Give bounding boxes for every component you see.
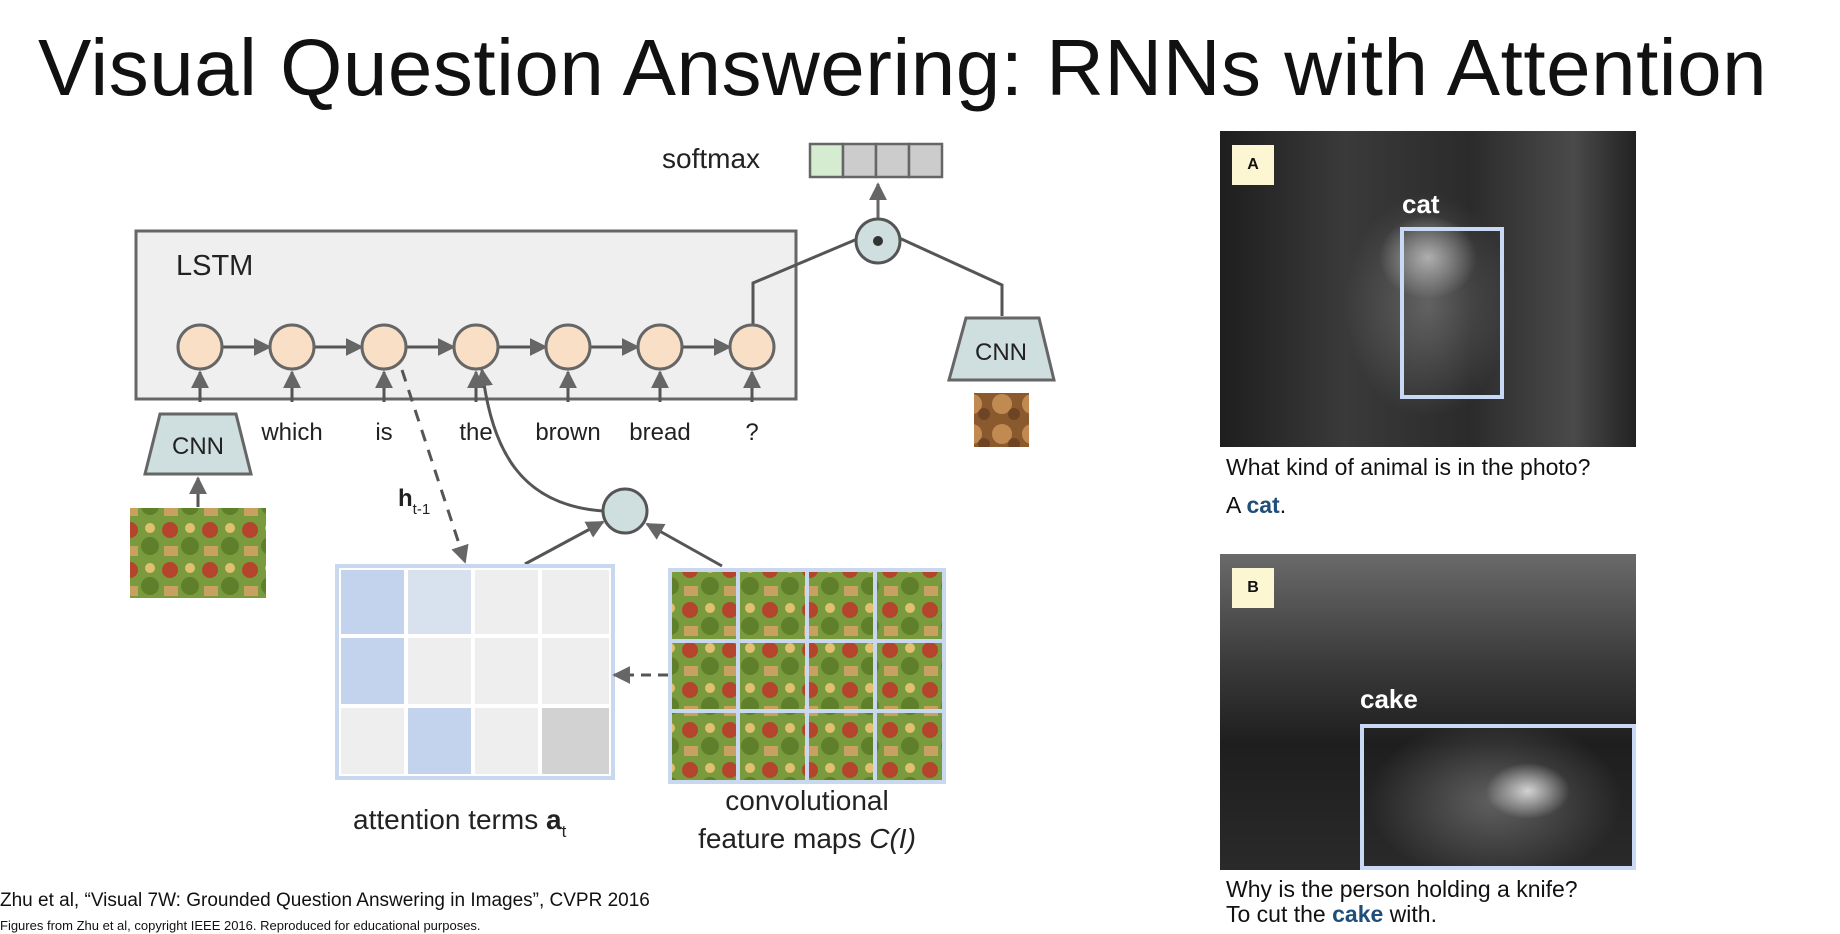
- lstm-cell: [452, 323, 500, 371]
- softmax-cell-3: [874, 142, 911, 179]
- answer-word-b: cake: [1332, 901, 1384, 927]
- attention-terms-text: attention terms: [353, 804, 546, 835]
- crop-image-thumbnail: [974, 393, 1029, 447]
- hidden-state-dashed-arrow: [400, 369, 469, 564]
- attention-cell: [408, 638, 471, 704]
- word-token: ?: [745, 419, 758, 446]
- attention-cell: [341, 570, 404, 634]
- softmax-cell-1: [808, 142, 845, 179]
- feature-maps-label-line2: feature maps C(I): [698, 823, 916, 854]
- attention-grid: [335, 564, 615, 780]
- citation: Zhu et al, “Visual 7W: Grounded Question…: [0, 890, 650, 911]
- softmax-label: softmax: [662, 143, 760, 174]
- attention-combine-node: [601, 487, 649, 535]
- cnn-label-left: CNN: [172, 433, 224, 460]
- attention-terms-symbol: a: [546, 804, 562, 835]
- merge-node-dot: [873, 236, 883, 246]
- attention-cell: [542, 570, 609, 634]
- detection-label-cake: cake: [1360, 684, 1418, 714]
- example-a-question: What kind of animal is in the photo?: [1226, 454, 1591, 480]
- lstm-box: [134, 229, 798, 401]
- lstm-cell: [728, 323, 776, 371]
- attention-terms-label: attention terms at: [353, 804, 567, 841]
- answer-prefix-b: To cut the: [1226, 901, 1333, 927]
- lstm-cell: [636, 323, 684, 371]
- attention-to-combine-arrow: [524, 520, 605, 566]
- detection-box-cat: [1400, 227, 1504, 399]
- feature-maps: [668, 568, 946, 784]
- softmax-cell-4: [907, 142, 944, 179]
- lstm-cell: [544, 323, 592, 371]
- feature-maps-text: feature maps: [698, 823, 869, 854]
- word-token: brown: [535, 419, 600, 446]
- feature-maps-symbol: C(I): [869, 823, 916, 854]
- attention-cell: [475, 570, 538, 634]
- hidden-state-subscript: t-1: [413, 501, 431, 518]
- answer-prefix-a: A: [1226, 492, 1247, 518]
- answer-suffix-b: with.: [1383, 901, 1437, 927]
- attention-cell: [542, 638, 609, 704]
- input-image-thumbnail: [130, 508, 266, 598]
- word-token: which: [260, 419, 322, 446]
- lstm-cell: [176, 323, 224, 371]
- lstm-cell: [360, 323, 408, 371]
- word-token: the: [459, 419, 492, 446]
- feature-maps-label-line1: convolutional: [725, 785, 888, 816]
- panel-letter-a: A: [1232, 145, 1274, 185]
- cnn-label-right: CNN: [975, 339, 1027, 366]
- lstm-cells: [176, 323, 776, 371]
- hidden-state-label: ht-1: [398, 485, 430, 518]
- input-arrows: [191, 370, 761, 402]
- word-token: bread: [629, 419, 690, 446]
- lstm-to-merge-line: [751, 235, 863, 341]
- panel-letter-b: B: [1232, 568, 1274, 608]
- detection-box-cake: [1360, 724, 1636, 870]
- example-image-b: B cake: [1220, 554, 1636, 870]
- attention-cell: [408, 570, 471, 634]
- example-image-a: A cat: [1220, 131, 1636, 447]
- example-b-question: Why is the person holding a knife?: [1226, 876, 1578, 902]
- attention-cell: [341, 708, 404, 774]
- example-a-answer: A cat.: [1226, 486, 1286, 524]
- word-token: is: [375, 419, 392, 446]
- attention-cell: [475, 708, 538, 774]
- attention-cell: [408, 708, 471, 774]
- lstm-label: LSTM: [176, 250, 253, 282]
- combine-to-lstm-arrow: [475, 368, 604, 513]
- answer-suffix-a: .: [1279, 492, 1287, 518]
- attention-cell: [475, 638, 538, 704]
- features-to-combine-arrow: [645, 522, 723, 568]
- cnn-block-left: [143, 412, 253, 476]
- lstm-cell: [268, 323, 316, 371]
- attention-cell: [542, 708, 609, 774]
- answer-word-a: cat: [1246, 492, 1280, 518]
- attention-cell: [341, 638, 404, 704]
- attention-terms-subscript: t: [562, 822, 567, 841]
- cnn-to-merge-line: [896, 235, 1004, 316]
- attention-diagram: LSTM softmax which is the b: [130, 142, 1056, 854]
- cnn-block-right: [947, 316, 1056, 382]
- image-credit: Figures from Zhu et al, copyright IEEE 2…: [0, 918, 481, 933]
- hidden-state-symbol: h: [398, 485, 413, 512]
- softmax-cell-2: [841, 142, 878, 179]
- slide-title: Visual Question Answering: RNNs with Att…: [38, 23, 1768, 112]
- detection-label-cat: cat: [1402, 189, 1440, 219]
- example-b-answer: To cut the cake with.: [1226, 896, 1437, 932]
